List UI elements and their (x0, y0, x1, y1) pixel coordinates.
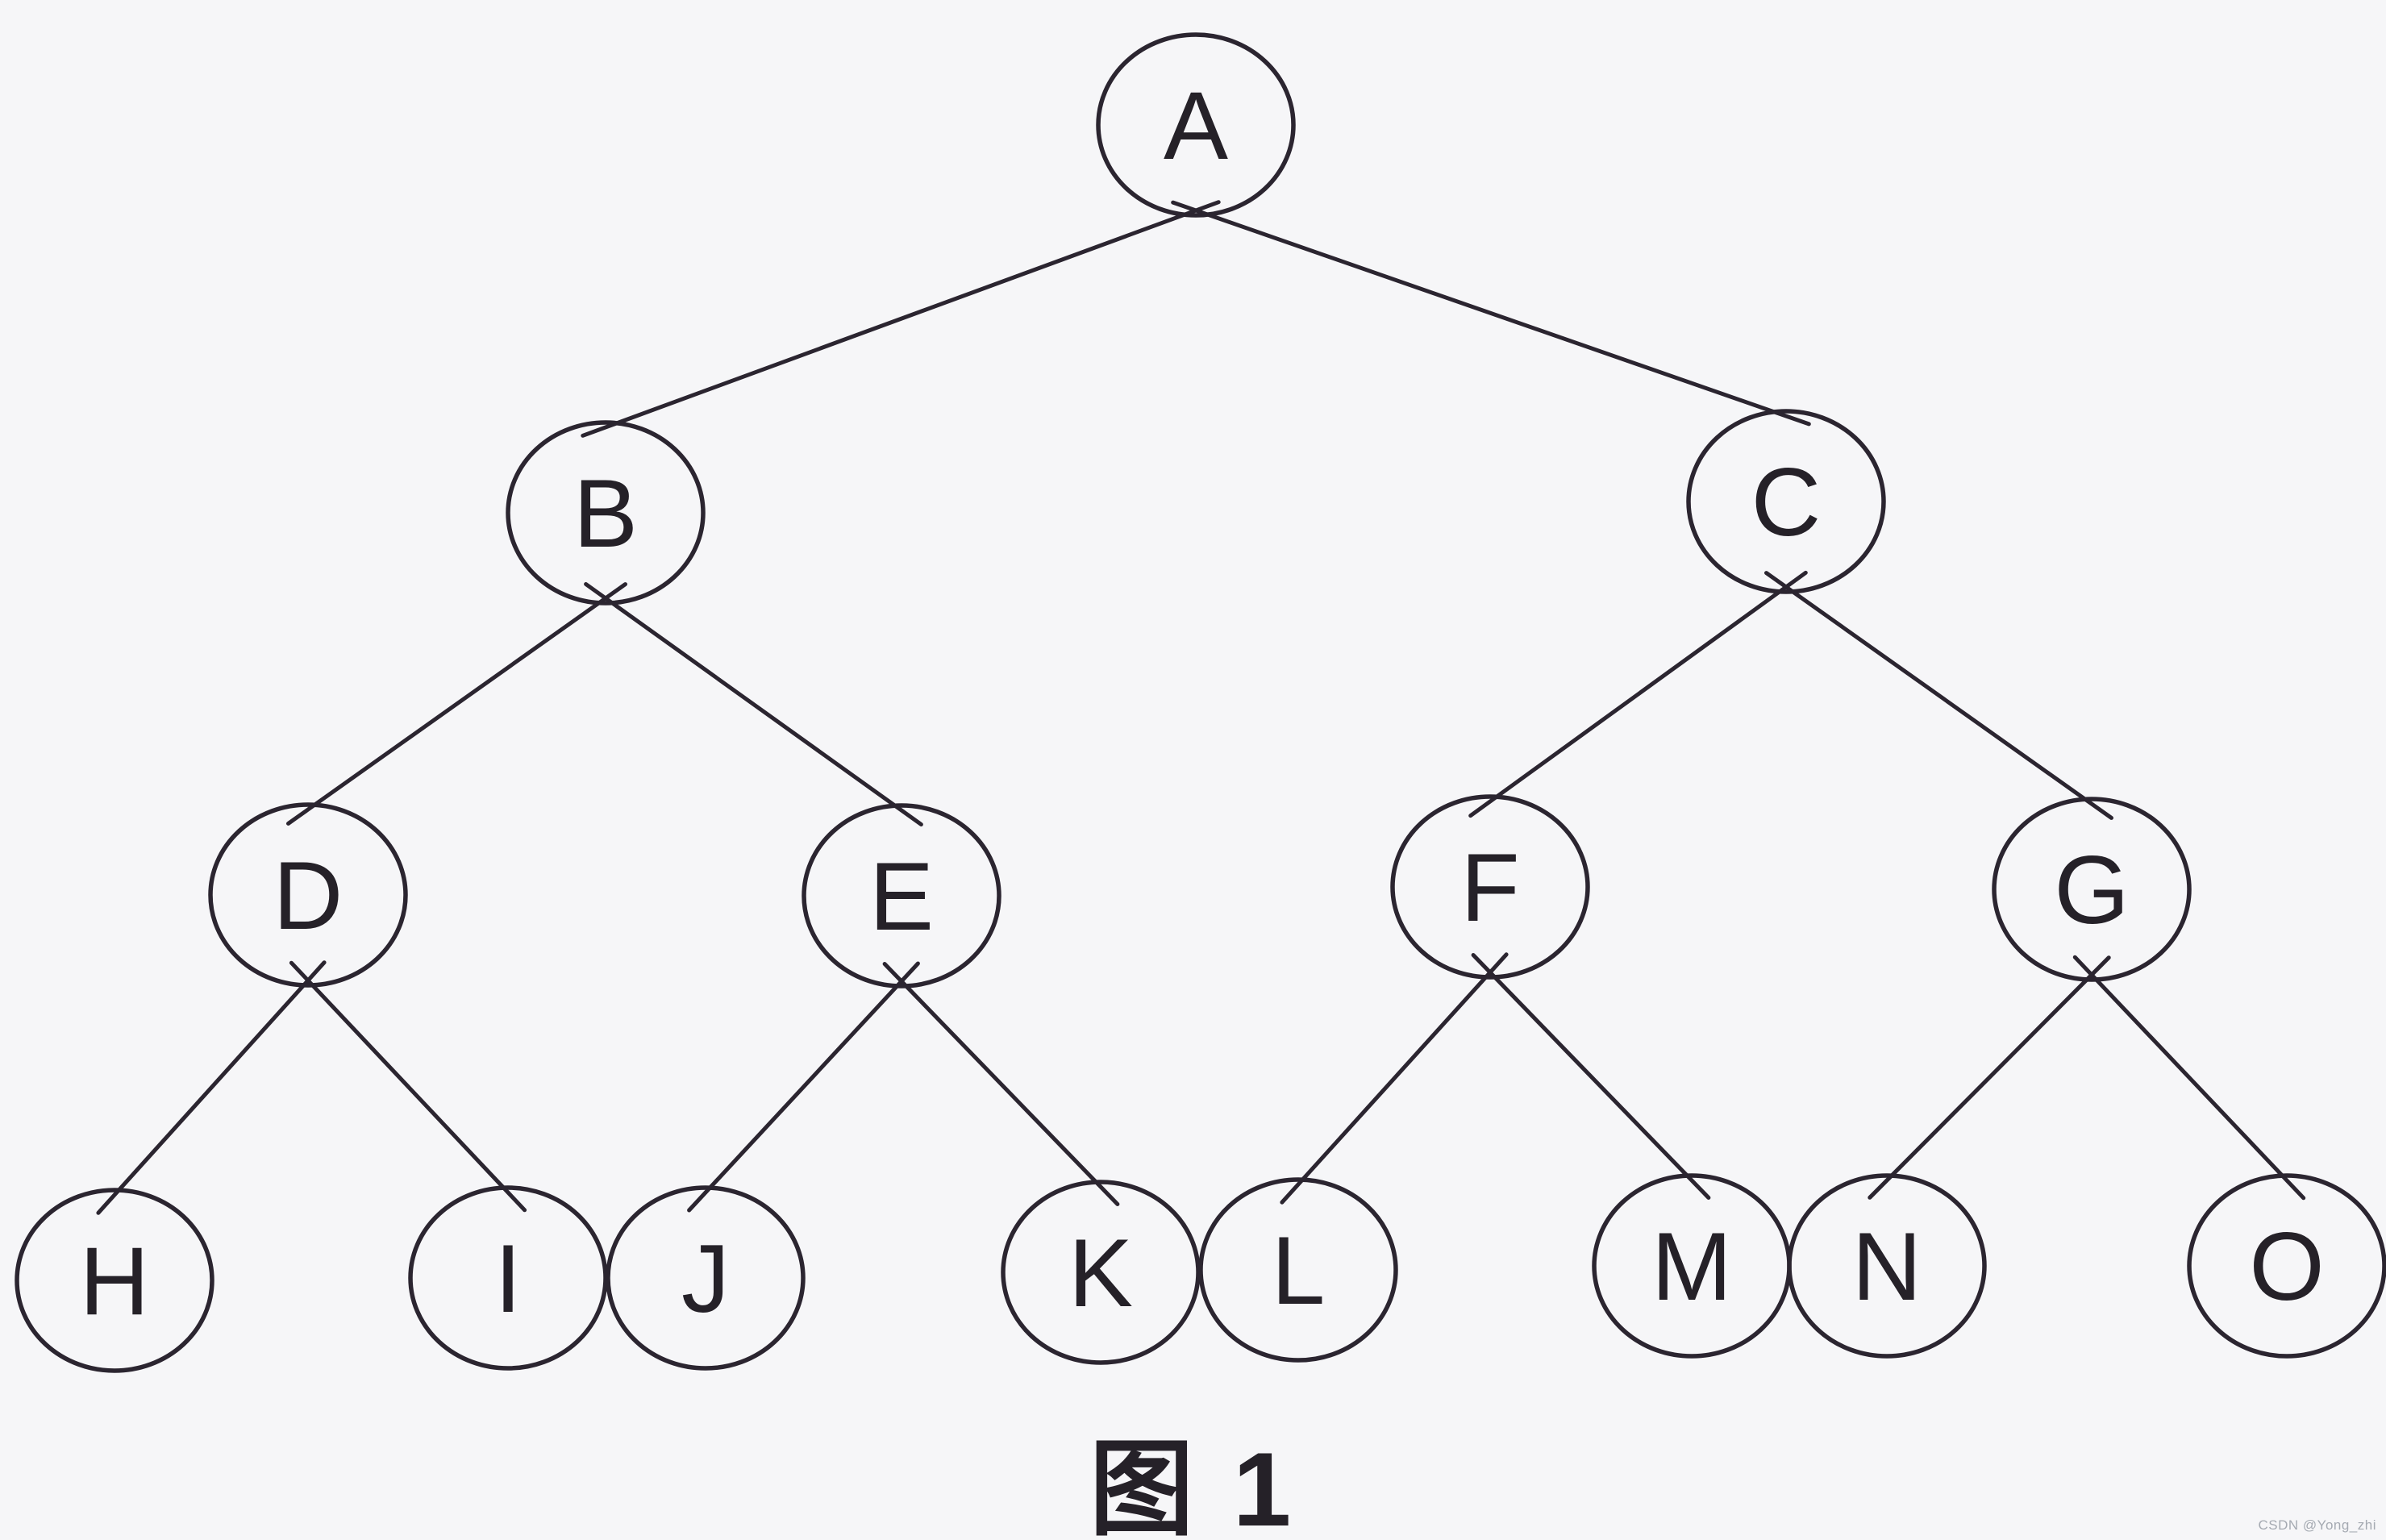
tree-edge-D-H (96, 960, 327, 1215)
node-circle (1390, 794, 1590, 980)
node-label: G (2054, 836, 2129, 944)
node-circle (1787, 1173, 1987, 1359)
tree-node-L: L (1198, 1177, 1398, 1363)
node-label: N (1852, 1213, 1922, 1321)
watermark-text: CSDN @Yong_zhi (2258, 1517, 2376, 1533)
tree-edge-B-E (584, 582, 923, 826)
node-label: E (869, 843, 934, 951)
tree-node-B: B (506, 420, 706, 606)
node-circle (2187, 1173, 2386, 1359)
node-circle (506, 420, 706, 606)
node-label: I (494, 1225, 521, 1333)
node-circle (606, 1185, 806, 1371)
tree-edge-E-K (882, 962, 1120, 1206)
node-circle (802, 803, 1001, 989)
figure-caption: 图 1 (1089, 1430, 1297, 1540)
tree-edge-E-J (687, 961, 920, 1213)
tree-node-G: G (1992, 797, 2192, 982)
node-label: O (2249, 1213, 2324, 1321)
tree-node-H: H (15, 1188, 214, 1373)
tree-edge-A-C (1171, 200, 1811, 427)
tree-node-M: M (1592, 1173, 1792, 1359)
tree-node-E: E (802, 803, 1001, 989)
node-label: L (1272, 1217, 1326, 1325)
node-label: C (1751, 448, 1822, 556)
node-circle (1001, 1180, 1201, 1365)
node-label: D (273, 842, 344, 950)
tree-node-J: J (606, 1185, 806, 1371)
tree-edge-B-D (286, 582, 627, 826)
node-circle (208, 802, 408, 988)
tree-node-C: C (1686, 409, 1886, 594)
tree-node-D: D (208, 802, 408, 988)
node-circle (15, 1188, 214, 1373)
node-label: H (80, 1227, 150, 1335)
tree-edge-C-G (1764, 571, 2113, 820)
tree-node-A: A (1096, 32, 1296, 218)
tree-edge-G-O (2072, 955, 2306, 1201)
node-circle (1198, 1177, 1398, 1363)
tree-edge-G-N (1868, 955, 2111, 1200)
node-label: K (1068, 1219, 1133, 1327)
node-circle (408, 1185, 608, 1371)
node-label: A (1164, 72, 1228, 180)
node-label: J (681, 1225, 730, 1333)
tree-node-N: N (1787, 1173, 1987, 1359)
tree-node-F: F (1390, 794, 1590, 980)
node-circle (1686, 409, 1886, 594)
tree-edge-D-I (289, 960, 527, 1213)
node-label: F (1460, 834, 1519, 942)
tree-edge-F-L (1280, 952, 1509, 1205)
node-label: B (573, 460, 638, 568)
tree-edge-F-M (1471, 953, 1711, 1200)
tree-node-I: I (408, 1185, 608, 1371)
node-circle (1096, 32, 1296, 218)
node-label: M (1651, 1213, 1732, 1321)
node-circle (1992, 797, 2192, 982)
tree-edge-A-B (581, 200, 1221, 438)
tree-edge-C-F (1468, 570, 1808, 818)
tree-node-O: O (2187, 1173, 2386, 1359)
tree-node-K: K (1001, 1180, 1201, 1365)
